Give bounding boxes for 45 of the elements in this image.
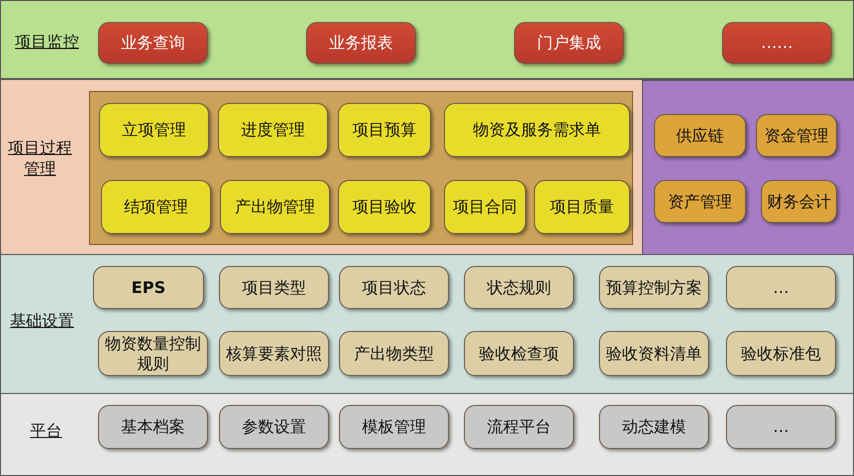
module-box: 状态规则 [464, 266, 574, 309]
module-box: 模板管理 [339, 405, 449, 449]
module-box: 项目合同 [444, 180, 526, 234]
module-box: 预算控制方案 [599, 266, 709, 309]
layer-band [0, 393, 854, 476]
layer-band [0, 0, 854, 79]
module-box: 进度管理 [218, 103, 328, 157]
module-box: 核算要素对照 [219, 331, 329, 376]
layer-band [0, 254, 854, 394]
module-box: 门户集成 [514, 22, 624, 64]
module-box: 动态建模 [599, 405, 709, 449]
module-box: 供应链 [654, 114, 746, 157]
module-box: 资金管理 [756, 114, 837, 157]
module-box: 产出物类型 [339, 331, 449, 376]
module-box: 资产管理 [654, 180, 746, 223]
module-box: … [726, 266, 836, 309]
module-box: 立项管理 [99, 103, 209, 157]
module-box: EPS [93, 266, 204, 309]
module-box: 基本档案 [98, 405, 208, 449]
module-box: 验收检查项 [464, 331, 574, 376]
module-box: 验收标准包 [726, 331, 836, 376]
module-box: 财务会计 [761, 180, 837, 223]
module-box: 参数设置 [219, 405, 329, 449]
module-box: 产出物管理 [220, 180, 330, 234]
module-box: 项目验收 [338, 180, 431, 234]
group-panel [89, 91, 633, 245]
module-box: 项目预算 [338, 103, 431, 157]
module-box: 业务查询 [98, 22, 208, 64]
layer-heading: 基础设置 [9, 310, 75, 331]
module-box: … [726, 405, 836, 449]
module-box: 验收资料清单 [599, 331, 709, 376]
module-box: 项目类型 [219, 266, 329, 309]
module-box: 项目状态 [339, 266, 449, 309]
module-box: 物资数量控制规则 [98, 331, 208, 376]
layer-heading: 项目过程管理 [7, 137, 73, 179]
module-box: 物资及服务需求单 [444, 103, 630, 157]
module-box: 结项管理 [101, 180, 211, 234]
group-panel [642, 80, 854, 256]
module-box: 流程平台 [464, 405, 574, 449]
module-box: …… [722, 22, 832, 64]
layer-band [0, 79, 854, 255]
module-box: 项目质量 [534, 180, 630, 234]
module-box: 业务报表 [306, 22, 416, 64]
layer-heading: 平台 [29, 420, 63, 441]
layer-heading: 项目监控 [14, 31, 80, 52]
